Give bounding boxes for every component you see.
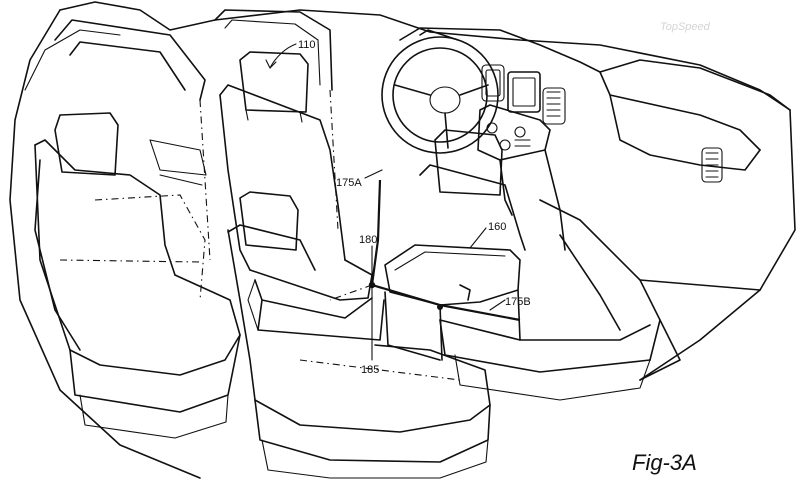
- label-110: 110: [298, 39, 316, 51]
- steering-wheel: [381, 29, 499, 154]
- vehicle-body-outline: [9, 1, 796, 479]
- figure-label: Fig-3A: [632, 450, 697, 475]
- center-console: [384, 244, 521, 361]
- pivot-point-lower: [437, 304, 443, 310]
- label-180: 180: [359, 234, 377, 246]
- label-185: 185: [361, 364, 379, 376]
- watermark: TopSpeed: [660, 21, 711, 33]
- label-175a: 175A: [336, 177, 362, 189]
- reference-numerals: 110 175A 180 160 175B 185: [298, 39, 531, 376]
- driver-seat-cushion: [227, 191, 385, 341]
- label-160: 160: [488, 221, 506, 233]
- rear-left-seat: [34, 112, 241, 439]
- front-right-seat: [419, 129, 761, 401]
- leader-lines: [265, 43, 506, 361]
- label-175b: 175B: [505, 296, 531, 308]
- front-lower-seat: [227, 229, 491, 479]
- link-mechanism: [329, 179, 521, 341]
- driver-seat-back: [219, 51, 373, 301]
- dashboard: [399, 27, 791, 251]
- door-frames: [34, 9, 339, 351]
